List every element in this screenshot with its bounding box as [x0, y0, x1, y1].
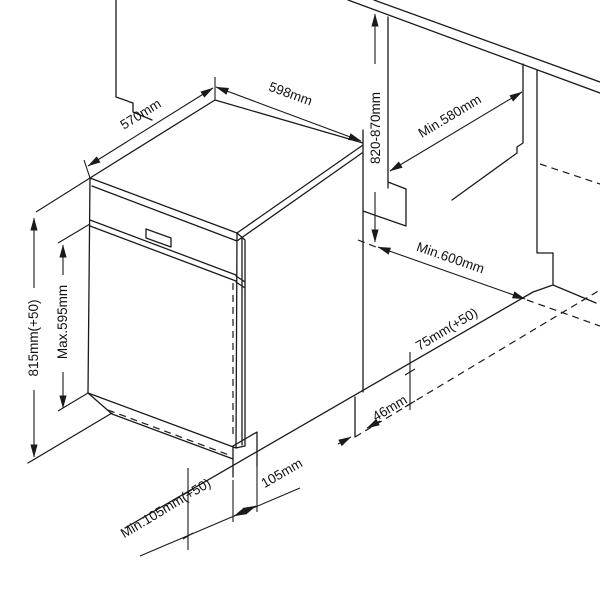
label-plinth-clearance: 75mm(+50): [413, 305, 480, 354]
dim-arrow-105-right: [243, 505, 257, 515]
label-door-max-height: Max.595mm: [55, 285, 70, 359]
label-gap: 46mm: [370, 392, 410, 424]
structure-lines: [27, 0, 600, 529]
dishwasher-front-face: [87, 177, 246, 449]
dimension-labels: 570mm 598mm 815mm(+50) Max.595mm 820-870…: [26, 79, 486, 541]
door-handle: [145, 228, 172, 248]
dim-line-46-right: [366, 418, 381, 429]
rear-floor-line: [539, 163, 600, 185]
label-niche-width: Min.600mm: [415, 239, 487, 276]
dim-line-570: [87, 87, 214, 167]
extension-lines: [35, 77, 416, 550]
ext-595-top: [57, 223, 91, 244]
label-appliance-height: 815mm(+50): [26, 300, 41, 377]
label-niche-height: 820-870mm: [368, 92, 383, 164]
dim-arrow-105-left: [233, 507, 247, 517]
dim-line-580: [389, 91, 523, 172]
dim-line-600: [377, 246, 526, 300]
niche-floor-width-line: [357, 239, 600, 327]
label-niche-depth: Min.580mm: [416, 92, 484, 141]
ext-min105-line: [182, 468, 194, 550]
plinth-and-base: [87, 392, 258, 478]
dishwasher: [87, 99, 364, 478]
ext-570-left-tick: [83, 159, 91, 179]
hidden-lines: [107, 163, 600, 456]
ext-75-line: [404, 352, 416, 410]
label-base-depth: 105mm: [259, 455, 305, 490]
ext-595-bottom: [57, 392, 89, 412]
dimension-lines: [30, 13, 526, 557]
ext-815-top: [35, 177, 91, 213]
label-top-width: 598mm: [267, 79, 314, 108]
floor-edges: [27, 291, 534, 529]
label-top-depth: 570mm: [118, 96, 164, 133]
dim-line-105: [139, 487, 301, 557]
dim-line-46-left: [337, 436, 352, 447]
plinth-hidden-line: [107, 409, 230, 456]
niche-left-side-panel: [362, 16, 407, 393]
dim-line-598: [215, 86, 362, 142]
countertop-edge: [347, 0, 600, 94]
